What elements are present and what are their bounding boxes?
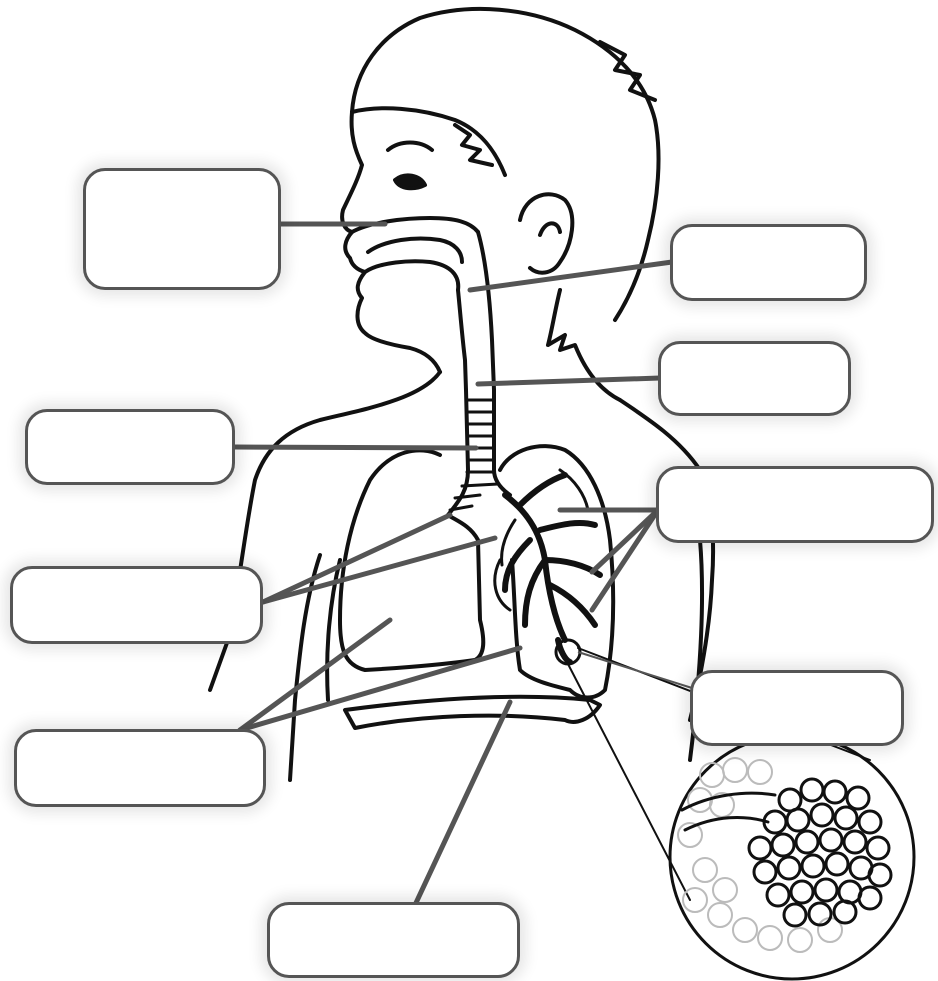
- alveoli-cluster: [749, 779, 891, 926]
- leader-lungs-2: [240, 648, 520, 730]
- palate: [368, 239, 462, 263]
- label-box-diaphragm[interactable]: [267, 902, 520, 978]
- leader-diaphragm: [415, 702, 510, 905]
- label-box-nasal-cavity[interactable]: [83, 168, 281, 290]
- alveoli-duct: [682, 793, 775, 810]
- label-box-bronchi[interactable]: [10, 566, 263, 644]
- alveoli-duct-2: [685, 817, 768, 830]
- tongue: [365, 261, 458, 290]
- diaphragm-shape: [345, 697, 600, 728]
- label-box-bronchioles[interactable]: [656, 466, 934, 543]
- leader-trachea: [235, 447, 476, 448]
- trachea-right: [494, 390, 510, 495]
- hairline: [352, 108, 505, 175]
- leader-larynx: [478, 378, 660, 384]
- label-box-lungs[interactable]: [14, 729, 266, 807]
- label-box-larynx[interactable]: [658, 341, 851, 416]
- eyebrow: [388, 143, 432, 151]
- head-outline: [352, 9, 659, 320]
- label-box-pharynx[interactable]: [670, 224, 867, 301]
- label-box-alveoli[interactable]: [690, 670, 904, 746]
- ear-inner: [540, 223, 560, 235]
- leader-alveoli: [578, 652, 692, 688]
- leader-lungs-1: [240, 620, 390, 730]
- label-box-trachea[interactable]: [25, 409, 235, 485]
- eye: [395, 175, 425, 188]
- pharynx-wall-back: [478, 232, 494, 390]
- pharynx-wall-front: [458, 290, 466, 390]
- leader-pharynx: [470, 262, 672, 290]
- ear: [520, 194, 572, 272]
- trachea-rings: [450, 400, 498, 510]
